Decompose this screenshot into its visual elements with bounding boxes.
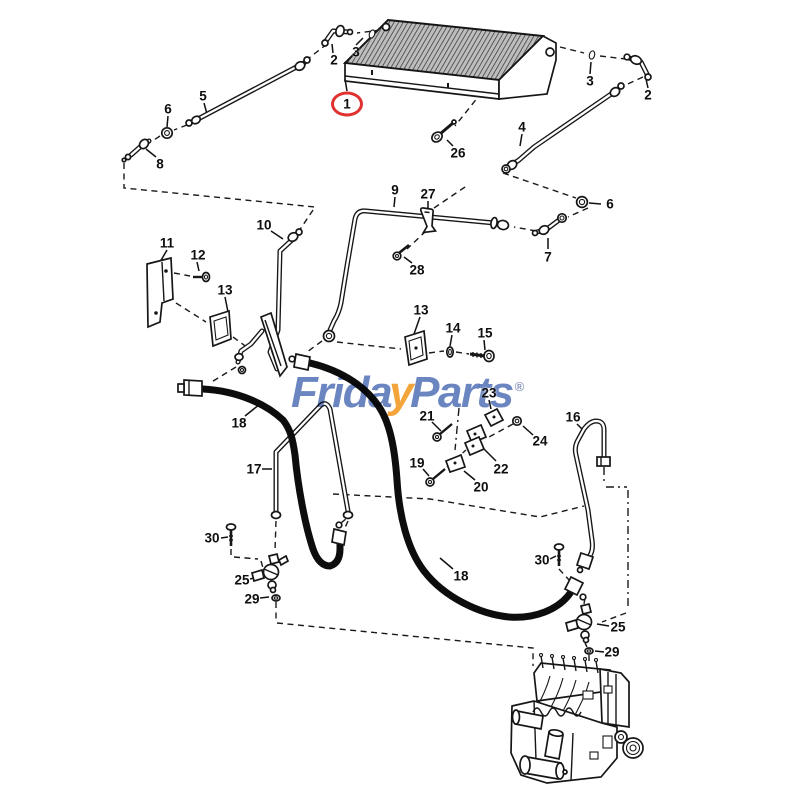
elbow-fitting-2-right (623, 53, 652, 81)
z-tube (234, 328, 265, 375)
tube-16 (572, 418, 611, 574)
hose-18-right (288, 352, 587, 621)
fitting-25-right (564, 602, 593, 644)
tube-4 (501, 82, 625, 174)
oil-cooler (342, 18, 557, 100)
clamp-22 (463, 423, 488, 457)
o-ring-29-right (584, 647, 594, 655)
clamp-13-left (209, 309, 232, 348)
tube-17 (270, 401, 354, 520)
nut-6-left (160, 126, 174, 140)
clamp-27 (419, 207, 438, 234)
bolt-15 (469, 349, 495, 363)
callout-leader-lines (145, 37, 649, 653)
screw-21 (432, 423, 453, 442)
fitting-25-left (250, 552, 290, 594)
o-ring-3-right (588, 50, 596, 60)
nut-24 (511, 415, 523, 427)
o-ring-29-left (271, 594, 281, 602)
tube-9 (322, 208, 510, 343)
bolt-30-right (553, 543, 565, 566)
bracket-11 (146, 256, 174, 329)
hose-18-left (177, 379, 347, 570)
washer-14 (445, 346, 455, 358)
nut-6-right (575, 195, 589, 209)
screw-28 (392, 243, 410, 261)
engine (510, 652, 644, 784)
screw-19 (425, 468, 446, 487)
tube-5 (185, 56, 311, 127)
bolt-26 (431, 119, 457, 143)
connector-fitting-8 (121, 138, 152, 163)
bolt-12 (193, 271, 211, 283)
clamp-23 (483, 407, 505, 428)
assembly-dashed-lines (123, 29, 644, 666)
clamp-20 (444, 453, 467, 474)
tube-10 (267, 228, 303, 372)
elbow-fitting-7 (531, 212, 568, 237)
o-ring-3-left (368, 29, 376, 39)
elbow-fitting-2-left (321, 24, 354, 47)
flat-bracket (259, 311, 288, 378)
bolt-30-left (225, 523, 237, 546)
clamp-13-right (404, 329, 428, 367)
